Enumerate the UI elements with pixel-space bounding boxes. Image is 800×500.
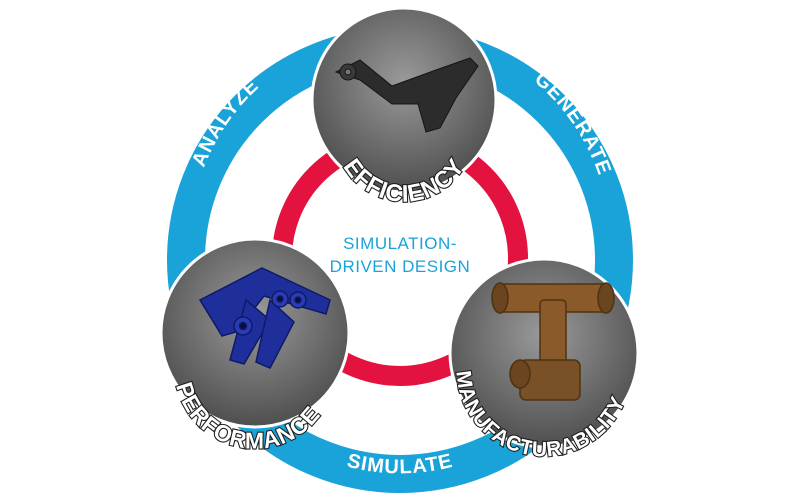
center-title-line1: SIMULATION- — [343, 234, 457, 253]
performance-node: PERFORMANCE — [159, 237, 351, 455]
pipe-fitting-part-icon — [491, 282, 615, 401]
bracket-part-icon — [334, 57, 479, 133]
manufacturability-node: MANUFACTURABILITY — [448, 257, 640, 463]
efficiency-node: EFFICIENCY — [310, 6, 498, 209]
center-title-line2: DRIVEN DESIGN — [330, 257, 471, 276]
linkage-part-icon — [198, 267, 331, 369]
simulate-label: SIMULATE — [345, 450, 455, 479]
